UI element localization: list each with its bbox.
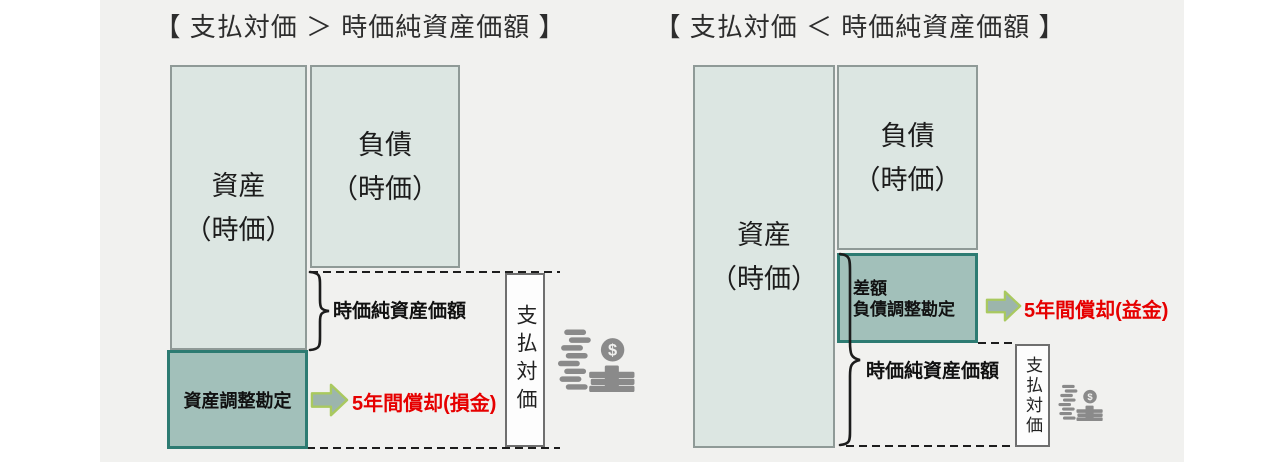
- right-liabilities-line2: （時価）: [853, 164, 962, 195]
- right-net-assets-label: 時価純資産価額: [866, 361, 1000, 382]
- right-assets-label: 資産 （時価）: [710, 213, 818, 301]
- bottom-margin: [0, 462, 1284, 470]
- dollar-sign: $: [1087, 392, 1093, 403]
- right-diff-line2: 負債調整勘定: [853, 300, 955, 319]
- left-liabilities-line1: 負債: [358, 129, 412, 160]
- left-liabilities-line2: （時価）: [331, 173, 439, 204]
- right-diagram-title: 【 支払対価 ＜ 時価純資産価額 】: [654, 12, 1066, 42]
- left-diagram-title: 【 支払対価 ＞ 時価純資産価額 】: [154, 12, 566, 42]
- right-payment-label: 支払対価: [1023, 355, 1042, 436]
- left-asset-adjustment-label: 資産調整勘定: [183, 390, 292, 411]
- left-payment-area-bottom-dashed-line: [307, 447, 560, 449]
- left-asset-adjustment-box: 資産調整勘定: [167, 350, 308, 449]
- left-assets-label: 資産 （時価）: [185, 164, 293, 252]
- right-assets-line1: 資産: [737, 219, 791, 250]
- left-right-arrow-icon: [310, 383, 349, 417]
- right-payment-area-top-dashed-line: [978, 342, 1015, 344]
- right-liabilities-label: 負債 （時価）: [854, 114, 962, 202]
- right-diff-line1: 差額: [853, 279, 887, 298]
- left-amortization-label: 5年間償却(損金): [352, 393, 497, 415]
- left-assets-box: 資産 （時価）: [170, 65, 307, 350]
- right-liability-adjustment-box: 差額 負債調整勘定: [837, 253, 978, 343]
- right-money-stack-icon: $: [1058, 384, 1103, 421]
- right-amortization-label: 5年間償却(益金): [1024, 300, 1169, 322]
- right-liabilities-line1: 負債: [880, 120, 935, 151]
- left-payment-label: 支払対価: [514, 304, 537, 416]
- right-assets-box: 資産 （時価）: [693, 65, 835, 448]
- left-assets-line2: （時価）: [184, 214, 293, 245]
- left-assets-line1: 資産: [211, 170, 266, 201]
- left-liabilities-label: 負債 （時価）: [331, 123, 439, 211]
- right-payment-box: 支払対価: [1015, 344, 1050, 447]
- dollar-sign: $: [608, 341, 617, 359]
- right-net-assets-brace-icon: [838, 252, 861, 447]
- left-liabilities-box: 負債 （時価）: [310, 65, 460, 268]
- left-net-assets-label: 時価純資産価額: [333, 301, 467, 322]
- right-assets-line2: （時価）: [710, 263, 818, 294]
- right-right-arrow-icon: [985, 290, 1022, 322]
- right-liabilities-box: 負債 （時価）: [837, 65, 978, 250]
- left-net-assets-brace-icon: [308, 270, 330, 352]
- right-payment-area-bottom-dashed-line: [846, 445, 1015, 447]
- left-payment-area-top-dashed-line: [310, 271, 560, 273]
- right-liability-adjustment-label: 差額 負債調整勘定: [853, 278, 955, 320]
- left-payment-box: 支払対価: [505, 273, 545, 447]
- left-money-stack-icon: $: [557, 329, 635, 392]
